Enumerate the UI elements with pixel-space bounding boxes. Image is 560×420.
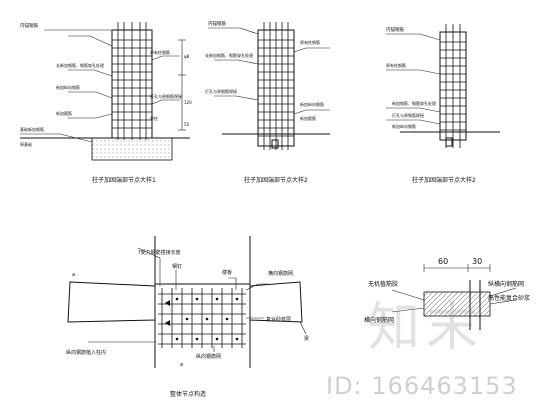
interface-label-mortar: 高性能复合砂浆 <box>488 294 530 302</box>
overall-label-mortar: 复合砂浆层 <box>266 316 291 323</box>
detail-1-dim-1: φ8 <box>184 54 190 59</box>
detail-1-dim-3: 55 <box>184 122 190 127</box>
detail-2-reinforcement-grid <box>258 22 294 150</box>
overall-beam-left <box>67 281 156 323</box>
detail-2-note-b: 长新加钢筋、钢筋穿孔处理 <box>205 52 253 58</box>
detail-2-note-a: 原有柱钢筋 <box>300 39 320 45</box>
overall-steel-nails <box>175 297 239 341</box>
detail-1-reinforcement-grid <box>112 22 152 140</box>
detail-3-top-note: 内锚钢筋 <box>386 26 404 33</box>
interface-dim-right: 30 <box>472 257 482 266</box>
detail-2-note-d: 新加纵向钢筋 <box>300 101 324 107</box>
overall-beam-right <box>249 281 303 323</box>
detail-1-dim-2: 120 <box>184 100 192 105</box>
detail-3: 内锚钢筋 原有柱钢筋 新加钢筋、钢筋穿孔处理 打孔与原钢筋焊接 新加纵向钢筋 柱… <box>386 24 500 184</box>
interface-label-cross: 横向钢筋网 <box>364 316 394 324</box>
interface-label-epoxy: 无机植筋胶 <box>368 280 398 288</box>
detail-3-note-c: 打孔与原钢筋焊接 <box>392 112 424 118</box>
detail-1-note-c: 打孔与原钢筋焊接 <box>150 93 182 99</box>
overall-note-question: ?受力钢筋搭接长度 <box>138 249 181 256</box>
interface-label-mesh: 纵横向钢筋网 <box>488 280 524 288</box>
detail-1-note-f: 原柱 <box>150 115 158 121</box>
overall-mesh <box>158 288 246 348</box>
detail-1-foundation <box>91 137 173 161</box>
overall-label-transverse: 横向钢筋网 <box>268 270 293 277</box>
detail-3-note-a: 原有柱钢筋 <box>386 62 406 68</box>
overall-label-floor: 楼板 <box>222 269 232 276</box>
detail-1-note-d: 新加纵向钢筋 <box>56 84 80 90</box>
detail-1-top-note: 内锚钢筋 <box>20 22 38 29</box>
detail-1-note-g: 基础新加钢筋 <box>20 126 44 132</box>
overall-label-anchor: 纵向钢筋植入柱内 <box>66 349 106 356</box>
overall-title: 整体节点构造 <box>170 390 206 398</box>
detail-3-note-d: 新加纵向钢筋 <box>392 123 416 129</box>
watermark-logo: 知末 <box>368 298 485 358</box>
detail-2-note-c: 打孔与原钢筋焊接 <box>205 88 237 94</box>
overall-label-steel-nail: 钢钉 <box>172 263 182 270</box>
interface-dim-left: 60 <box>438 257 448 266</box>
detail-3-title: 柱子加固端部节点大样2 <box>412 176 476 184</box>
overall-marker-b: a <box>180 362 183 368</box>
overall-label-beam: 梁 <box>304 335 309 342</box>
watermark-id: ID: 166463153 <box>326 372 518 400</box>
detail-1-note-e: 新加箍筋 <box>56 110 72 116</box>
detail-2-title: 柱子加固端部节点大样2 <box>244 176 308 184</box>
detail-3-reinforcement-grid <box>440 24 466 148</box>
interface-detail: 60 30 无机植筋胶 横向钢筋网 纵横向钢筋网 高性能复合砂浆 <box>364 257 530 330</box>
detail-1-title: 柱子加固端部节点大样1 <box>92 176 156 184</box>
detail-1-note-b: 长新加钢筋、钢筋穿孔处理 <box>56 62 104 68</box>
detail-1-note-a: 原有柱钢筋 <box>150 49 170 55</box>
overall-marker-a: a <box>72 272 75 278</box>
overall-detail: ?受力钢筋搭接长度 钢钉 楼板 横向钢筋网 复合砂浆层 梁 纵向钢筋网 纵向钢筋… <box>66 236 309 398</box>
overall-label-longitudinal-mesh: 纵向钢筋网 <box>196 353 221 360</box>
detail-1-note-h: 原基础 <box>20 141 32 147</box>
detail-2-note-e: 新加箍筋 <box>300 115 316 121</box>
detail-2: 内锚钢筋 原有柱钢筋 长新加钢筋、钢筋穿孔处理 打孔与原钢筋焊接 新加纵向钢筋 … <box>205 20 330 184</box>
detail-1: 内锚钢筋 原有柱钢筋 长新加钢筋、钢筋穿孔处理 打孔与原钢筋焊接 新加纵向钢筋 … <box>20 22 192 184</box>
detail-2-top-note: 内锚钢筋 <box>208 20 226 27</box>
detail-3-note-b: 新加钢筋、钢筋穿孔处理 <box>392 100 436 106</box>
